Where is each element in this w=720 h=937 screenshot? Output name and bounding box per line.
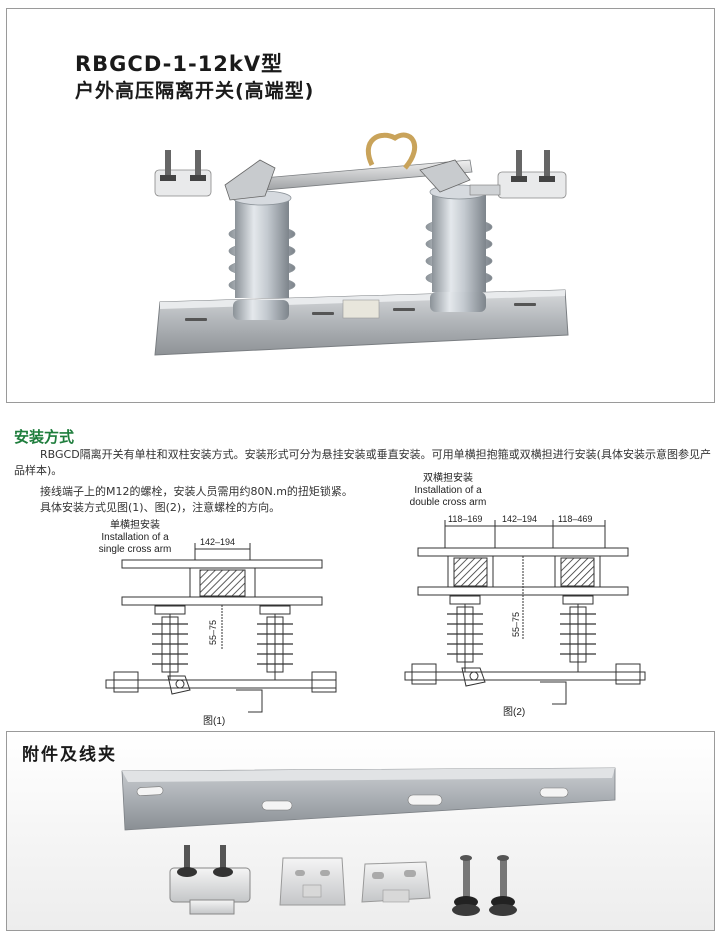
figure2-label-en-1: Installation of a <box>414 485 482 496</box>
disconnect-switch-photo <box>154 132 569 356</box>
figure1-label-en-1: Installation of a <box>101 532 169 543</box>
fig2-dim-left: 118–169 <box>448 514 482 524</box>
fig2-dim-vertical: 55–75 <box>511 612 521 637</box>
fig2-dim-right: 118–469 <box>558 514 592 524</box>
product-model-title: RBGCD-1-12kV型 <box>75 52 284 76</box>
fig2-dim-mid: 142–194 <box>502 514 537 524</box>
fig1-dim-top: 142–194 <box>200 537 235 547</box>
installation-paragraph: RBGCD隔离开关有单柱和双柱安装方式。安装形式可分为悬挂安装或垂直安装。可用单… <box>14 448 711 477</box>
figure1-label-cn: 单横担安装 <box>110 520 160 531</box>
figure2-caption: 图(2) <box>503 707 526 718</box>
figure2-label-en-2: double cross arm <box>409 497 487 508</box>
accessories-title: 附件及线夹 <box>22 745 117 765</box>
installation-heading: 安装方式 <box>14 428 75 446</box>
product-name-title: 户外高压隔离开关(高端型) <box>75 80 315 102</box>
torque-note: 接线端子上的M12的螺栓，安装人员需用约80N.m的扭矩锁紧。 <box>40 485 353 498</box>
figure2-label-cn: 双横担安装 <box>423 473 473 484</box>
accessories-panel <box>6 731 715 931</box>
figure2-label: 双横担安装 Installation of a double cross arm <box>388 473 508 509</box>
figure1-label: 单横担安装 Installation of a single cross arm <box>80 520 190 556</box>
fig1-dim-vertical: 55–75 <box>208 620 218 645</box>
figure1-label-en-2: single cross arm <box>98 544 172 555</box>
figure1-caption: 图(1) <box>203 716 226 727</box>
figure-reference-note: 具体安装方式见图(1)、图(2)，注意螺栓的方向。 <box>40 501 281 514</box>
